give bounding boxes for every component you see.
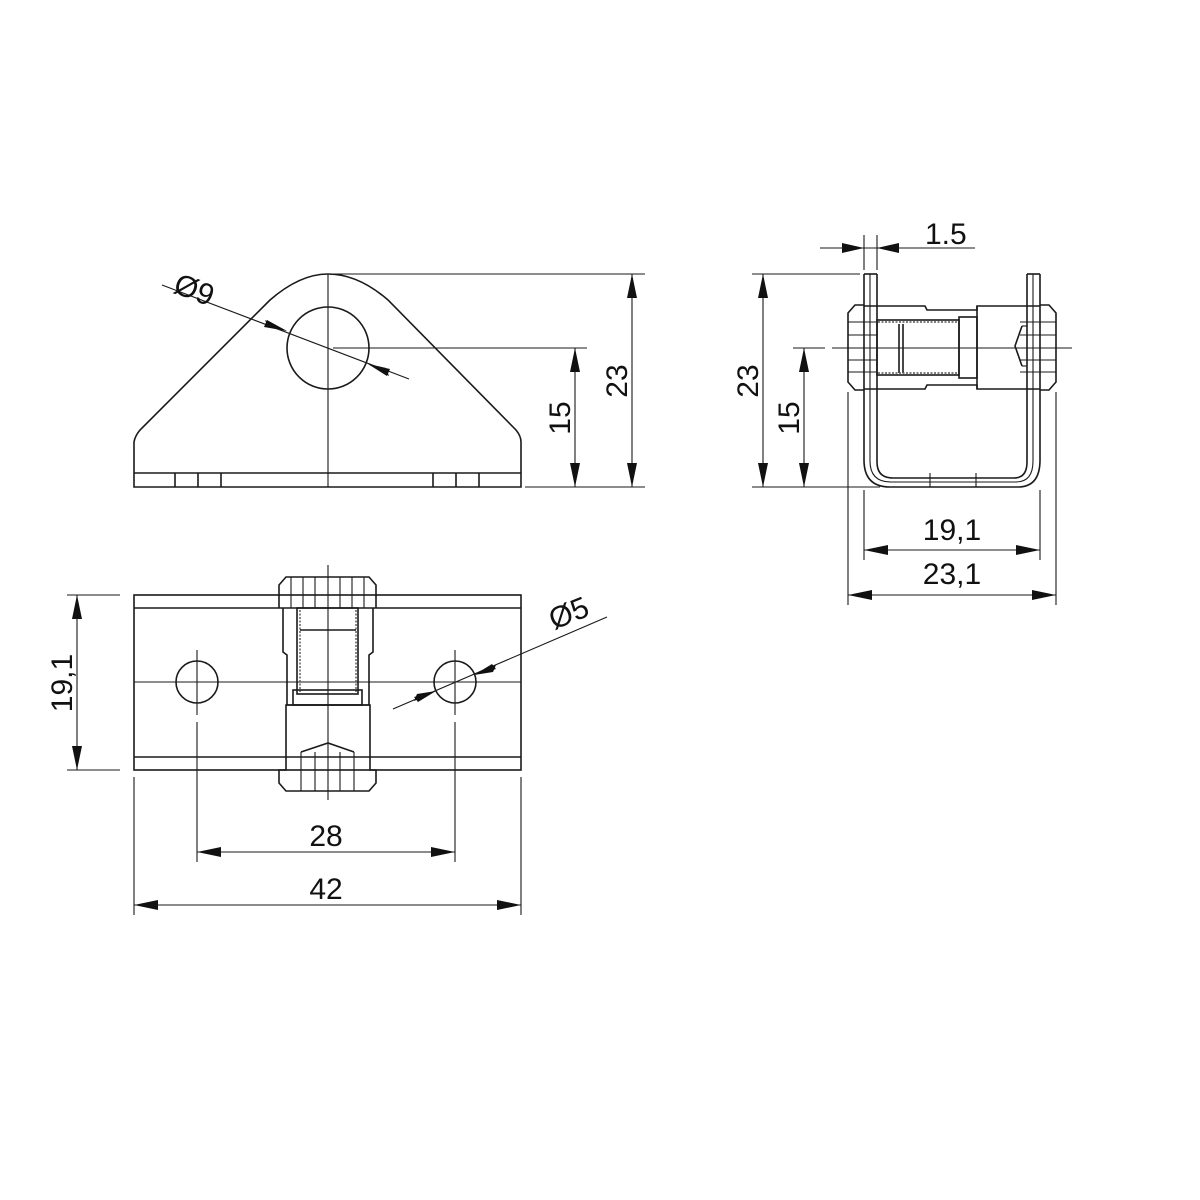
dim-inner-width: 19,1 — [923, 514, 981, 547]
pin-body — [864, 305, 1040, 311]
dim-center-height: 15 — [544, 401, 577, 434]
dim-hole-spacing: 28 — [309, 820, 342, 853]
top-view: Ø5 19,1 28 42 — [46, 565, 608, 915]
side-view: 1.5 23 15 19,1 23,1 — [732, 218, 1072, 605]
side-dim-total-height: 23 — [732, 364, 765, 397]
dim-depth: 19,1 — [46, 654, 79, 712]
u-bracket-outer — [863, 274, 1041, 488]
dim-total-length: 42 — [309, 873, 342, 906]
dim-mount-hole-diameter: Ø5 — [544, 591, 593, 637]
front-view: Ø9 15 23 — [133, 268, 645, 488]
pin-bottom-nut — [278, 704, 377, 792]
dia9-leader — [161, 284, 410, 380]
dim-outer-width: 23,1 — [923, 558, 981, 591]
dim-thickness: 1.5 — [925, 218, 967, 251]
dim-total-height: 23 — [601, 364, 634, 397]
dim-hole-diameter: Ø9 — [169, 268, 218, 313]
side-dim-pin-height: 15 — [773, 401, 806, 434]
